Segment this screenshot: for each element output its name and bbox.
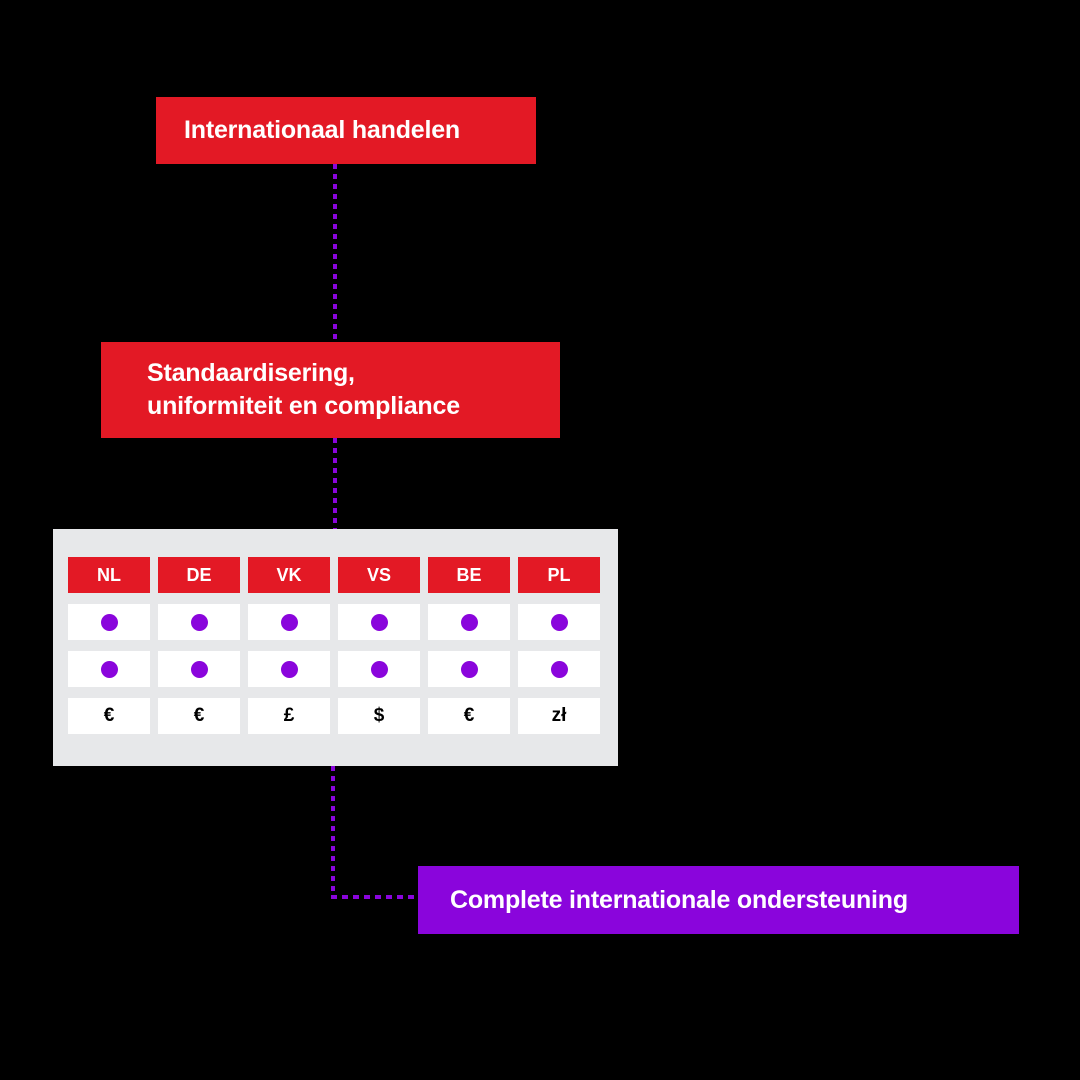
matrix-dot-cell — [248, 604, 330, 640]
matrix-currency-cell: € — [428, 698, 510, 734]
matrix-dot-cell — [428, 604, 510, 640]
matrix-currency-cell: € — [68, 698, 150, 734]
status-dot-icon — [460, 660, 478, 678]
matrix-header-cell[interactable]: BE — [428, 557, 510, 593]
node-internationaal-handelen[interactable]: Internationaal handelen — [156, 97, 536, 164]
matrix-header-cell[interactable]: VS — [338, 557, 420, 593]
country-matrix-panel: NL DE VK VS BE PL € € £ $ — [53, 529, 618, 766]
status-dot-icon — [550, 660, 568, 678]
matrix-currency-cell: zł — [518, 698, 600, 734]
matrix-dot-cell — [158, 604, 240, 640]
matrix-header-cell[interactable]: NL — [68, 557, 150, 593]
matrix-dot-cell — [158, 651, 240, 687]
status-dot-icon — [370, 660, 388, 678]
matrix-currency-cell: £ — [248, 698, 330, 734]
status-dot-icon — [460, 613, 478, 631]
matrix-header-cell[interactable]: PL — [518, 557, 600, 593]
matrix-currency-cell: € — [158, 698, 240, 734]
matrix-dot-cell — [338, 651, 420, 687]
connector-matrix-to-support-vertical — [331, 766, 335, 899]
node-standardisation-line1: Standaardisering, — [147, 359, 355, 387]
matrix-header-row: NL DE VK VS BE PL — [68, 557, 602, 593]
status-dot-icon — [280, 660, 298, 678]
connector-matrix-to-support-horizontal — [331, 895, 421, 899]
matrix-dot-cell — [248, 651, 330, 687]
matrix-dot-cell — [428, 651, 510, 687]
status-dot-icon — [550, 613, 568, 631]
matrix-header-cell[interactable]: DE — [158, 557, 240, 593]
matrix-dot-cell — [68, 604, 150, 640]
matrix-currency-row: € € £ $ € zł — [68, 698, 602, 734]
node-standardisation-line2: uniformiteit en compliance — [147, 392, 460, 420]
node-standardisation-label: Standaardisering, uniformiteit en compli… — [147, 357, 460, 423]
node-standaardisering[interactable]: Standaardisering, uniformiteit en compli… — [101, 342, 560, 438]
node-complete-internationale-ondersteuning[interactable]: Complete internationale ondersteuning — [418, 866, 1019, 934]
connector-trade-to-standardisation — [333, 164, 337, 344]
matrix-dot-cell — [518, 651, 600, 687]
status-dot-icon — [100, 660, 118, 678]
matrix-header-cell[interactable]: VK — [248, 557, 330, 593]
node-support-label: Complete internationale ondersteuning — [450, 885, 908, 914]
matrix-dot-row — [68, 651, 602, 687]
matrix-dot-cell — [338, 604, 420, 640]
status-dot-icon — [190, 613, 208, 631]
status-dot-icon — [190, 660, 208, 678]
status-dot-icon — [100, 613, 118, 631]
node-trade-label: Internationaal handelen — [184, 116, 461, 144]
matrix-dot-cell — [518, 604, 600, 640]
status-dot-icon — [370, 613, 388, 631]
connector-standardisation-to-matrix — [333, 438, 337, 531]
matrix-dot-cell — [68, 651, 150, 687]
status-dot-icon — [280, 613, 298, 631]
matrix-currency-cell: $ — [338, 698, 420, 734]
matrix-dot-row — [68, 604, 602, 640]
